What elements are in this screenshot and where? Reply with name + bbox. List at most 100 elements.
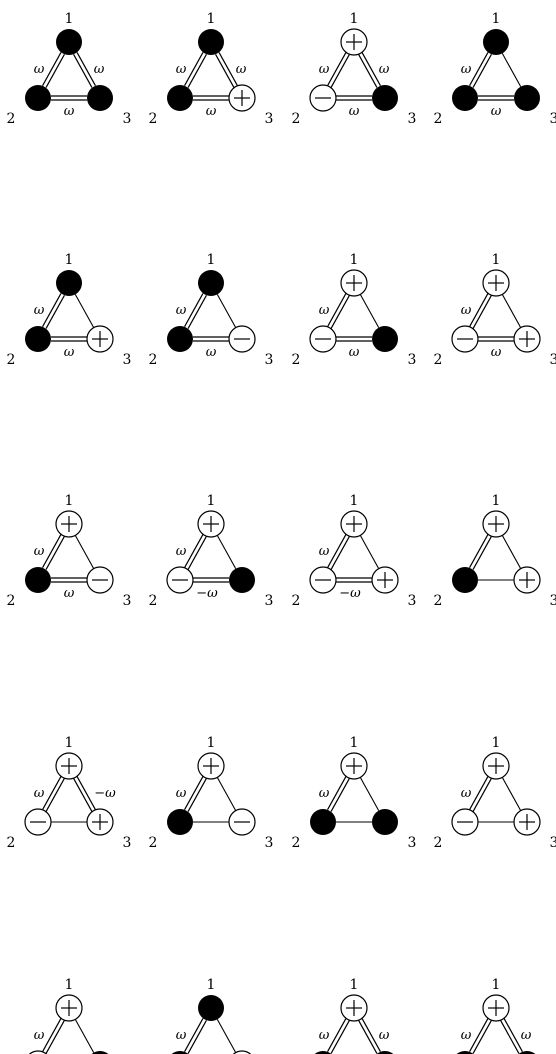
- vertex-label-3: 3: [550, 835, 556, 851]
- vertex-1-node: [340, 510, 368, 538]
- edge-1-2: [330, 778, 350, 812]
- edge-1-2: [184, 1018, 204, 1052]
- vertex-label-1: 1: [207, 11, 216, 27]
- vertex-3-node: [372, 809, 398, 835]
- vertex-label-2: 2: [7, 593, 16, 609]
- edge-label: ω: [94, 62, 105, 77]
- edge-label: ω: [319, 1028, 330, 1043]
- edge-label: ω: [461, 1028, 472, 1043]
- vertex-label-2: 2: [292, 111, 301, 127]
- edge-1-2: [187, 778, 207, 812]
- vertex-3-node: [228, 325, 256, 353]
- edge-1-2: [42, 534, 62, 568]
- vertex-label-2: 2: [434, 835, 443, 851]
- vertex-label-2: 2: [292, 352, 301, 368]
- edge-1-2: [469, 293, 489, 327]
- vertex-2-node: [309, 566, 337, 594]
- edge-label: ω: [34, 544, 45, 559]
- edge-label: −ω: [339, 586, 361, 601]
- edge-1-2: [327, 1018, 347, 1052]
- edge-label: ω: [34, 1028, 45, 1043]
- edge-1-3: [216, 294, 237, 328]
- edge-1-2: [184, 52, 204, 86]
- vertex-label-1: 1: [350, 252, 359, 268]
- edge-label: ω: [34, 786, 45, 801]
- edge-1-3: [501, 53, 522, 87]
- edge-1-2: [184, 776, 204, 810]
- edge-label: ω: [176, 303, 187, 318]
- vertex-3-node: [513, 325, 541, 353]
- edge-1-3: [73, 54, 93, 88]
- edge-label: ω: [64, 345, 75, 360]
- vertex-2-node: [166, 566, 194, 594]
- vertex-label-2: 2: [149, 593, 158, 609]
- vertex-2-node: [25, 85, 51, 111]
- vertex-label-3: 3: [265, 593, 274, 609]
- edge-label: ω: [461, 62, 472, 77]
- vertex-label-1: 1: [65, 735, 74, 751]
- vertex-2-node: [452, 85, 478, 111]
- edge-label: ω: [64, 104, 75, 119]
- edge-1-3: [501, 294, 522, 328]
- edge-1-2: [187, 54, 207, 88]
- edge-1-2: [42, 1018, 62, 1052]
- vertex-label-1: 1: [492, 252, 501, 268]
- edge-label: ω: [491, 104, 502, 119]
- edge-1-3: [73, 778, 93, 812]
- vertex-3-node: [86, 325, 114, 353]
- vertex-3-node: [228, 808, 256, 836]
- edge-label: ω: [349, 345, 360, 360]
- vertex-3-node: [232, 1050, 252, 1054]
- vertex-2-node: [451, 808, 479, 836]
- vertex-label-3: 3: [123, 593, 132, 609]
- vertex-label-1: 1: [207, 735, 216, 751]
- vertex-1-node: [197, 752, 225, 780]
- edge-1-2: [42, 293, 62, 327]
- edge-1-3: [361, 52, 381, 86]
- vertex-label-1: 1: [207, 493, 216, 509]
- edge-1-3: [358, 1020, 378, 1054]
- vertex-1-node: [197, 510, 225, 538]
- vertex-label-1: 1: [65, 977, 74, 993]
- edge-1-2: [469, 534, 489, 568]
- edge-1-3: [503, 1018, 523, 1052]
- edge-1-3: [501, 777, 522, 811]
- edge-1-2: [469, 52, 489, 86]
- edge-label: ω: [64, 586, 75, 601]
- vertex-2-node: [25, 326, 51, 352]
- edge-1-3: [215, 54, 235, 88]
- vertex-3-node: [372, 85, 398, 111]
- vertex-label-1: 1: [207, 977, 216, 993]
- edge-1-3: [359, 294, 380, 328]
- edge-label: ω: [521, 1028, 532, 1043]
- edge-label: ω: [461, 786, 472, 801]
- vertex-3-node: [372, 326, 398, 352]
- edge-label: −ω: [196, 586, 218, 601]
- edge-label: ω: [319, 62, 330, 77]
- edge-1-2: [330, 536, 350, 570]
- vertex-label-2: 2: [7, 352, 16, 368]
- edge-1-2: [472, 536, 492, 570]
- vertex-2-node: [452, 567, 478, 593]
- vertex-3-node: [86, 566, 114, 594]
- edge-1-3: [501, 535, 522, 569]
- edge-label: ω: [34, 62, 45, 77]
- vertex-3-node: [87, 85, 113, 111]
- edge-1-2: [327, 534, 347, 568]
- vertex-3-node: [371, 566, 399, 594]
- vertex-label-2: 2: [149, 111, 158, 127]
- edge-1-2: [469, 776, 489, 810]
- vertex-label-2: 2: [149, 352, 158, 368]
- vertex-2-node: [171, 1051, 189, 1054]
- edge-label: ω: [236, 62, 247, 77]
- vertex-2-node: [309, 84, 337, 112]
- edge-1-2: [45, 778, 65, 812]
